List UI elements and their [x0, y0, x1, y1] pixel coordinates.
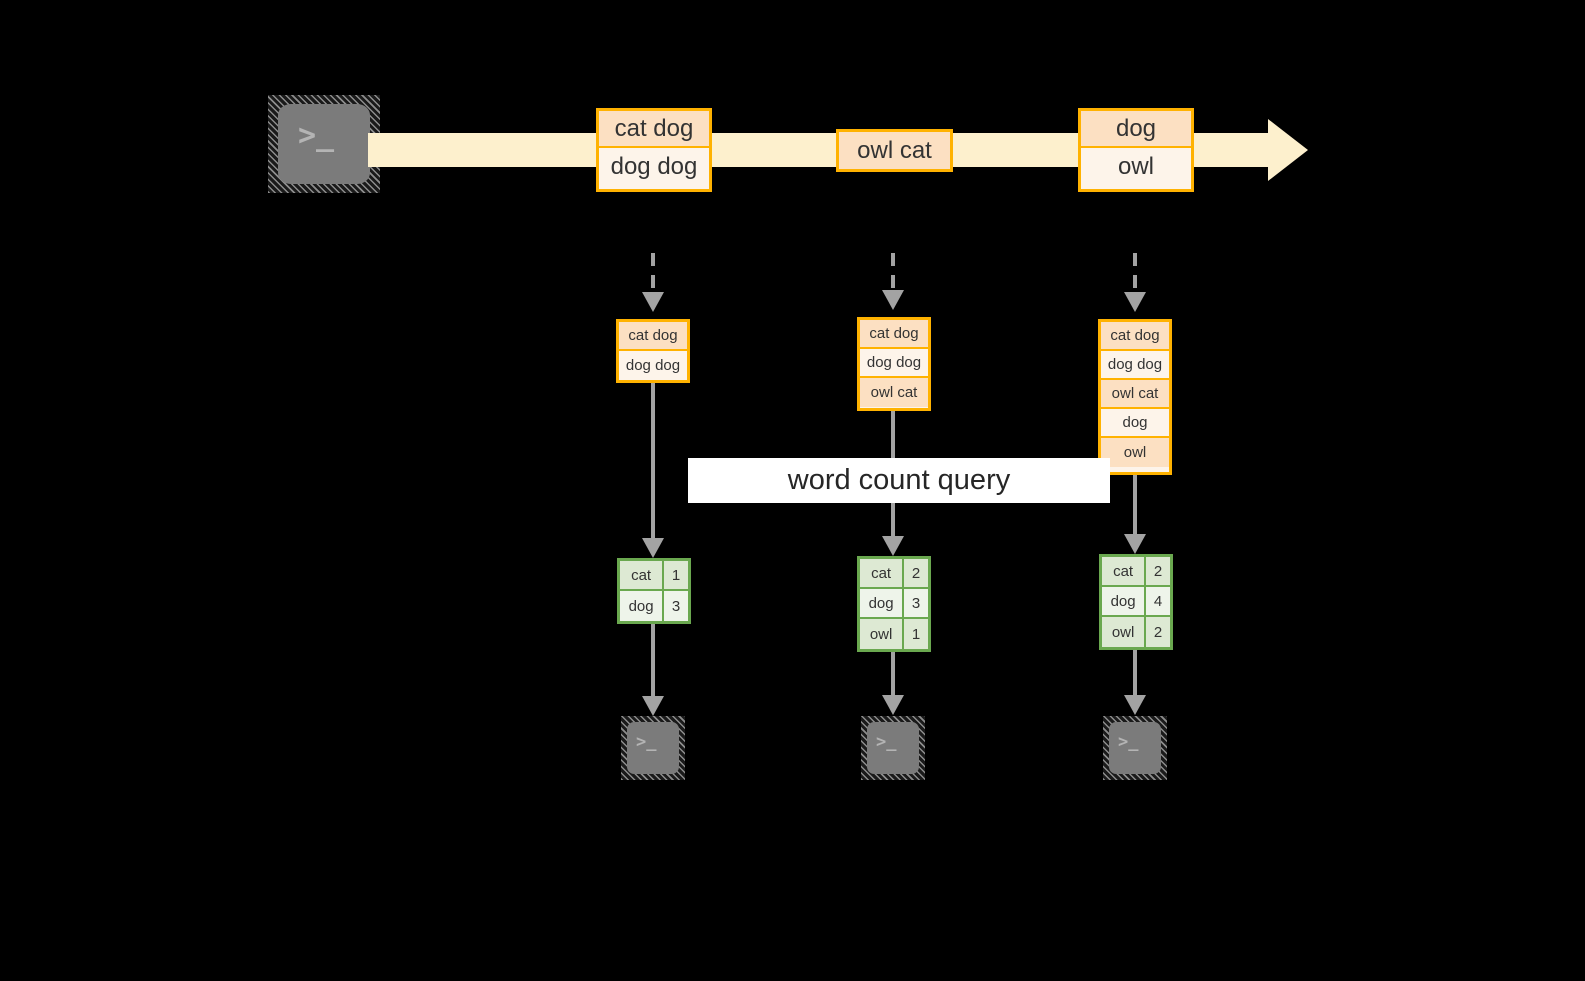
table-row: cat 1	[620, 561, 688, 591]
table-row: owl 2	[1102, 617, 1170, 647]
result-2-word-2: dog	[860, 589, 905, 617]
snapshot-1-to-result-1-line	[651, 383, 655, 541]
stream-to-snapshot-3-line	[1133, 253, 1137, 295]
result-2-word-1: cat	[860, 559, 905, 587]
terminal-prompt-glyph: >_	[1118, 732, 1139, 752]
table-row: cat 2	[1102, 557, 1170, 587]
stream-event-2-line-1: owl cat	[839, 132, 950, 169]
result-1-count-1: 1	[671, 566, 681, 584]
snapshot-3-record-4: dog	[1101, 409, 1169, 438]
stream-event-3[interactable]: dog owl	[1078, 108, 1194, 192]
sink-terminal-1[interactable]: >_	[621, 716, 685, 780]
stream-event-3-line-2: owl	[1081, 148, 1191, 185]
result-2-count-1: 2	[911, 564, 921, 582]
table-row: dog 3	[620, 591, 688, 621]
result-1-word-1: cat	[620, 561, 665, 589]
result-2-count-3: 1	[911, 625, 921, 643]
table-row: dog 3	[860, 589, 928, 619]
table-row: dog 4	[1102, 587, 1170, 617]
stream-to-snapshot-1-line	[651, 253, 655, 295]
snapshot-2-record-3: owl cat	[860, 378, 928, 407]
query-label: word count query	[688, 458, 1110, 503]
result-1-word-2: dog	[620, 591, 665, 621]
snapshot-1-record-1: cat dog	[619, 322, 687, 351]
snapshot-3-to-result-3-arrowhead	[1124, 534, 1146, 554]
result-3-count-1: 2	[1153, 562, 1163, 580]
result-3-word-2: dog	[1102, 587, 1147, 615]
result-2-to-sink-2-arrowhead	[882, 695, 904, 715]
snapshot-3-record-1: cat dog	[1101, 322, 1169, 351]
result-1-to-sink-1-line	[651, 624, 655, 699]
result-table-1[interactable]: cat 1 dog 3	[617, 558, 691, 624]
terminal-prompt-glyph: >_	[298, 118, 335, 153]
snapshot-3-record-2: dog dog	[1101, 351, 1169, 380]
result-1-to-sink-1-arrowhead	[642, 696, 664, 716]
snapshot-2-records[interactable]: cat dog dog dog owl cat	[857, 317, 931, 411]
stream-to-snapshot-3-arrowhead	[1124, 292, 1146, 312]
snapshot-2-record-2: dog dog	[860, 349, 928, 378]
snapshot-1-records[interactable]: cat dog dog dog	[616, 319, 690, 383]
event-stream-arrowhead	[1268, 119, 1308, 181]
table-row: cat 2	[860, 559, 928, 589]
snapshot-3-records[interactable]: cat dog dog dog owl cat dog owl	[1098, 319, 1172, 475]
result-1-count-2: 3	[671, 597, 681, 615]
result-3-word-1: cat	[1102, 557, 1147, 585]
source-terminal-icon[interactable]: >_	[268, 95, 380, 193]
stream-event-1[interactable]: cat dog dog dog	[596, 108, 712, 192]
result-3-to-sink-3-arrowhead	[1124, 695, 1146, 715]
result-table-3[interactable]: cat 2 dog 4 owl 2	[1099, 554, 1173, 650]
result-table-2[interactable]: cat 2 dog 3 owl 1	[857, 556, 931, 652]
result-2-count-2: 3	[911, 594, 921, 612]
terminal-prompt-glyph: >_	[876, 732, 897, 752]
terminal-body	[278, 104, 370, 184]
snapshot-3-record-5: owl	[1101, 438, 1169, 467]
snapshot-2-record-1: cat dog	[860, 320, 928, 349]
result-3-word-3: owl	[1102, 617, 1147, 647]
snapshot-1-record-2: dog dog	[619, 351, 687, 380]
stream-to-snapshot-2-line	[891, 253, 895, 293]
table-row: owl 1	[860, 619, 928, 649]
stream-to-snapshot-1-arrowhead	[642, 292, 664, 312]
stream-event-2[interactable]: owl cat	[836, 129, 953, 172]
snapshot-3-to-result-3-line	[1133, 475, 1137, 537]
result-3-count-2: 4	[1153, 592, 1163, 610]
sink-terminal-3[interactable]: >_	[1103, 716, 1167, 780]
result-2-word-3: owl	[860, 619, 905, 649]
terminal-prompt-glyph: >_	[636, 732, 657, 752]
terminal-body	[627, 722, 679, 774]
result-3-count-3: 2	[1153, 623, 1163, 641]
stream-event-3-line-1: dog	[1081, 111, 1191, 148]
terminal-body	[867, 722, 919, 774]
stream-event-1-line-1: cat dog	[599, 111, 709, 148]
sink-terminal-2[interactable]: >_	[861, 716, 925, 780]
stream-event-1-line-2: dog dog	[599, 148, 709, 185]
snapshot-3-record-3: owl cat	[1101, 380, 1169, 409]
result-3-to-sink-3-line	[1133, 650, 1137, 698]
terminal-body	[1109, 722, 1161, 774]
result-2-to-sink-2-line	[891, 652, 895, 698]
stream-to-snapshot-2-arrowhead	[882, 290, 904, 310]
snapshot-1-to-result-1-arrowhead	[642, 538, 664, 558]
snapshot-2-to-result-2-arrowhead	[882, 536, 904, 556]
